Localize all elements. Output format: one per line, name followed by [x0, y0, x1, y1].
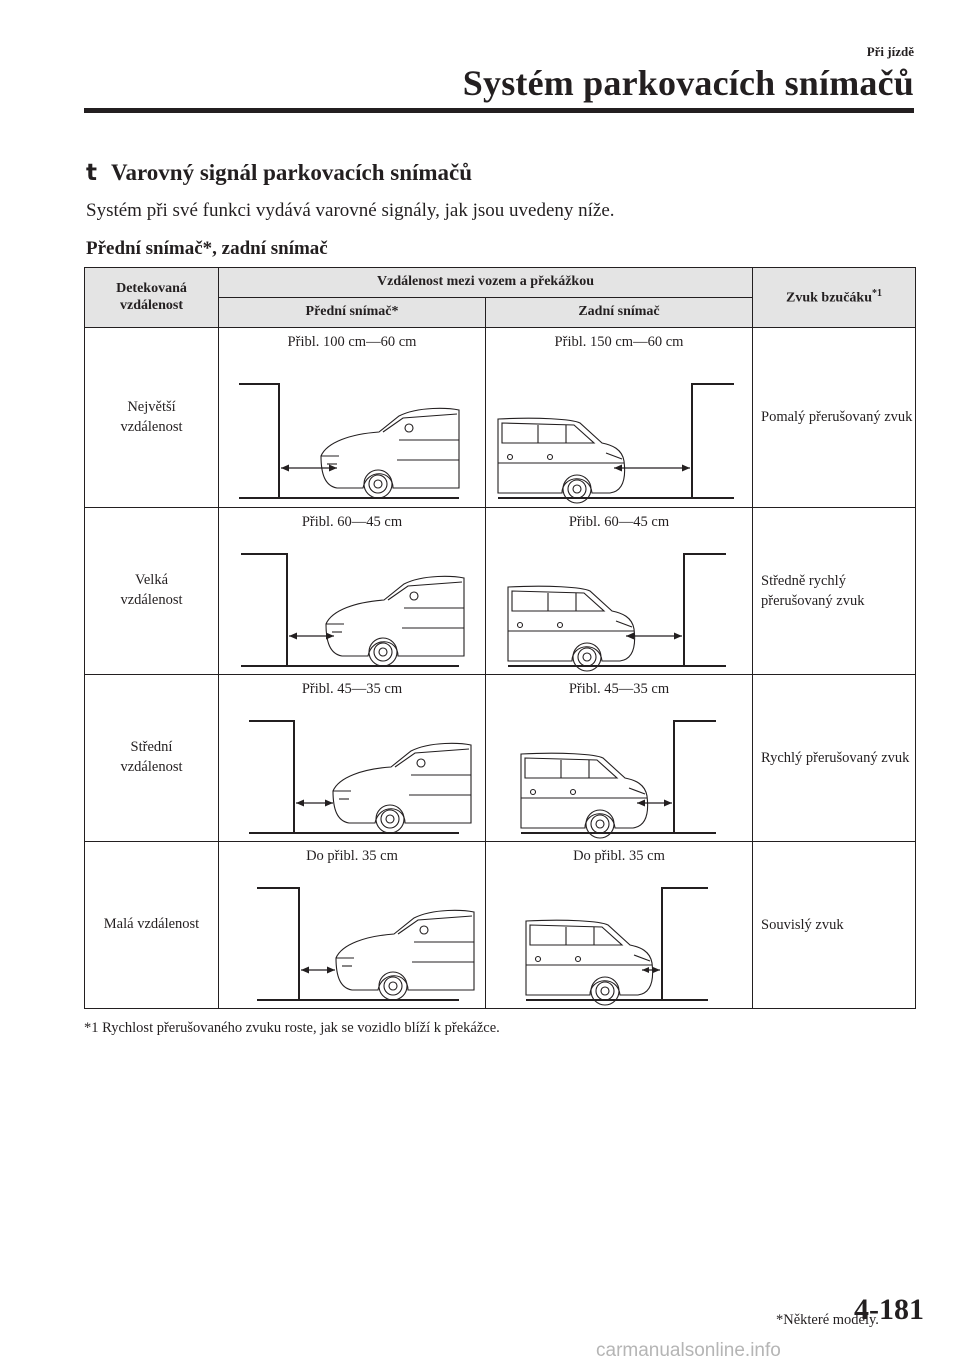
header-buzzer: Zvuk bzučáku*1	[752, 267, 916, 328]
warning-signal-table: Detekovaná vzdálenost Vzdálenost mezi vo…	[84, 267, 916, 1009]
header-rear-sensor: Zadní snímač	[485, 297, 753, 328]
section-heading: t Varovný signál parkovacích snímačů	[86, 160, 472, 186]
front-distance: Přibl. 100 cm—60 cm	[287, 334, 417, 350]
models-note: *Některé modely.	[776, 1312, 879, 1328]
rear-sensor-diagram	[525, 887, 708, 1006]
rear-distance: Do přibl. 35 cm	[573, 848, 665, 864]
header-buzzer-text: Zvuk bzučáku	[786, 290, 872, 306]
subheading: Přední snímač*, zadní snímač	[86, 238, 328, 259]
rear-sensor-diagram	[497, 383, 734, 504]
front-cell: Přibl. 100 cm—60 cm	[218, 327, 486, 508]
header-rule	[84, 108, 914, 113]
row-label: Střední vzdálenost	[84, 674, 219, 842]
row-label: Největší vzdálenost	[84, 327, 219, 508]
rear-cell: Přibl. 60—45 cm	[485, 507, 753, 675]
bullet-icon: t	[86, 160, 97, 186]
front-distance: Do přibl. 35 cm	[306, 848, 398, 864]
page-number: 4-181	[854, 1293, 924, 1326]
table-row: Velká vzdálenost Přibl. 60—45 cm Přib	[84, 507, 916, 675]
rear-distance: Přibl. 45—35 cm	[568, 681, 670, 697]
chapter-title: Systém parkovacích snímačů	[462, 63, 914, 103]
header-distance: Vzdálenost mezi vozem a překážkou	[218, 267, 753, 298]
row-label: Velká vzdálenost	[84, 507, 219, 675]
table-row: Největší vzdálenost Přibl. 100 cm—60 cm	[84, 327, 916, 508]
rear-distance: Přibl. 150 cm—60 cm	[554, 334, 684, 350]
front-cell: Do přibl. 35 cm	[218, 841, 486, 1009]
buzzer-sound: Středně rychlý přerušovaný zvuk	[752, 507, 916, 675]
buzzer-sound: Rychlý přerušovaný zvuk	[752, 674, 916, 842]
intro-text: Systém při své funkci vydává varovné sig…	[86, 200, 615, 221]
rear-distance: Přibl. 60—45 cm	[568, 514, 670, 530]
buzzer-sound: Souvislý zvuk	[752, 841, 916, 1009]
rear-cell: Přibl. 150 cm—60 cm	[485, 327, 753, 508]
header-buzzer-note: *1	[871, 287, 882, 299]
table-row: Malá vzdálenost Do přibl. 35 cm Do př	[84, 841, 916, 1009]
front-sensor-diagram	[257, 887, 475, 1001]
front-sensor-diagram	[241, 553, 465, 667]
footnote: *1 Rychlost přerušovaného zvuku roste, j…	[84, 1020, 500, 1036]
header-front-sensor: Přední snímač*	[218, 297, 486, 328]
rear-cell: Přibl. 45—35 cm	[485, 674, 753, 842]
front-sensor-diagram	[239, 383, 460, 499]
rear-cell: Do přibl. 35 cm	[485, 841, 753, 1009]
buzzer-sound: Pomalý přerušovaný zvuk	[752, 327, 916, 508]
front-cell: Přibl. 45—35 cm	[218, 674, 486, 842]
section-label: Při jízdě	[866, 44, 914, 59]
front-cell: Přibl. 60—45 cm	[218, 507, 486, 675]
table-row: Střední vzdálenost Přibl. 45—35 cm Př	[84, 674, 916, 842]
row-label: Malá vzdálenost	[84, 841, 219, 1009]
section-heading-text: Varovný signál parkovacích snímačů	[111, 160, 473, 185]
front-distance: Přibl. 60—45 cm	[301, 514, 403, 530]
front-sensor-diagram	[249, 720, 472, 834]
watermark: carmanualsonline.info	[596, 1340, 781, 1361]
header-detected-distance: Detekovaná vzdálenost	[84, 267, 219, 328]
rear-sensor-diagram	[520, 720, 716, 839]
front-distance: Přibl. 45—35 cm	[301, 681, 403, 697]
rear-sensor-diagram	[507, 553, 726, 672]
